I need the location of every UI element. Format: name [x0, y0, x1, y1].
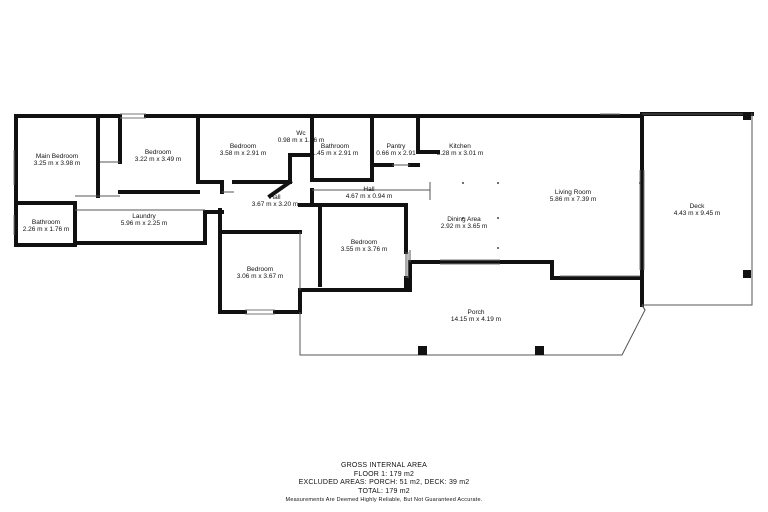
area-summary: GROSS INTERNAL AREA FLOOR 1: 179 m2 EXCL…	[0, 462, 768, 505]
room-name-hall-1: Hall	[363, 186, 375, 193]
excluded-areas: EXCLUDED AREAS: PORCH: 51 m2, DECK: 39 m…	[298, 479, 470, 487]
porch-outline	[299, 304, 646, 356]
room-dims-hall-2: 3.67 m x 3.20 m	[252, 201, 299, 208]
room-dims-bedroom-2: 3.22 m x 3.49 m	[135, 156, 182, 163]
room-name-hall-2: Hall	[269, 194, 281, 201]
room-dims-bathroom-2: 1.45 m x 2.91 m	[312, 150, 359, 157]
room-name-pantry: Pantry	[387, 143, 407, 150]
room-dims-bedroom-4: 3.55 m x 3.76 m	[341, 246, 388, 253]
grid-dots	[462, 182, 641, 249]
room-name-bedroom-3: Bedroom	[230, 143, 256, 150]
room-dims-living-room: 5.86 m x 7.39 m	[550, 196, 597, 203]
room-name-bathroom-1: Bathroom	[32, 219, 60, 226]
room-dims-bedroom-3: 3.58 m x 2.91 m	[220, 150, 267, 157]
room-dims-main-bedroom: 3.25 m x 3.98 m	[34, 160, 81, 167]
area-summary-title: GROSS INTERNAL AREA	[340, 462, 427, 469]
room-name-dining-area: Dining Area	[447, 216, 481, 223]
room-name-kitchen: Kitchen	[449, 143, 471, 150]
room-dims-wc: 0.98 m x 1.56 m	[278, 137, 325, 144]
room-name-bedroom-2: Bedroom	[145, 149, 171, 156]
room-name-living-room: Living Room	[555, 189, 591, 196]
thin-lines	[13, 113, 645, 315]
room-dims-bedroom-5: 3.06 m x 3.67 m	[237, 273, 284, 280]
floor-plan: Main Bedroom 3.25 m x 3.98 m Bedroom 3.2…	[13, 112, 754, 356]
outer-walls	[14, 112, 754, 314]
room-name-bathroom-2: Bathroom	[321, 143, 349, 150]
floor-area: FLOOR 1: 179 m2	[353, 470, 415, 478]
room-name-porch: Porch	[468, 309, 485, 316]
room-name-bedroom-5: Bedroom	[247, 266, 273, 273]
room-name-deck: Deck	[690, 203, 706, 210]
room-name-wc: Wc	[296, 130, 306, 137]
room-dims-pantry: 0.66 m x 2.91	[376, 150, 416, 157]
room-name-main-bedroom: Main Bedroom	[36, 153, 78, 160]
room-labels: Main Bedroom 3.25 m x 3.98 m Bedroom 3.2…	[23, 130, 721, 323]
room-dims-dining-area: 2.92 m x 3.65 m	[441, 223, 488, 230]
interior-walls	[14, 114, 440, 292]
room-dims-porch: 14.15 m x 4.19 m	[451, 316, 501, 323]
room-name-laundry: Laundry	[132, 213, 156, 220]
room-dims-laundry: 5.96 m x 2.25 m	[121, 220, 168, 227]
room-dims-hall-1: 4.67 m x 0.94 m	[346, 193, 393, 200]
total-area: TOTAL: 179 m2	[358, 487, 410, 495]
room-dims-deck: 4.43 m x 9.45 m	[674, 210, 721, 217]
measurement-disclaimer: Measurements Are Deemed Highly Reliable,…	[285, 497, 483, 504]
room-dims-kitchen: 3.28 m x 3.01 m	[437, 150, 484, 157]
room-dims-bathroom-1: 2.26 m x 1.76 m	[23, 226, 70, 233]
room-name-bedroom-4: Bedroom	[351, 239, 377, 246]
